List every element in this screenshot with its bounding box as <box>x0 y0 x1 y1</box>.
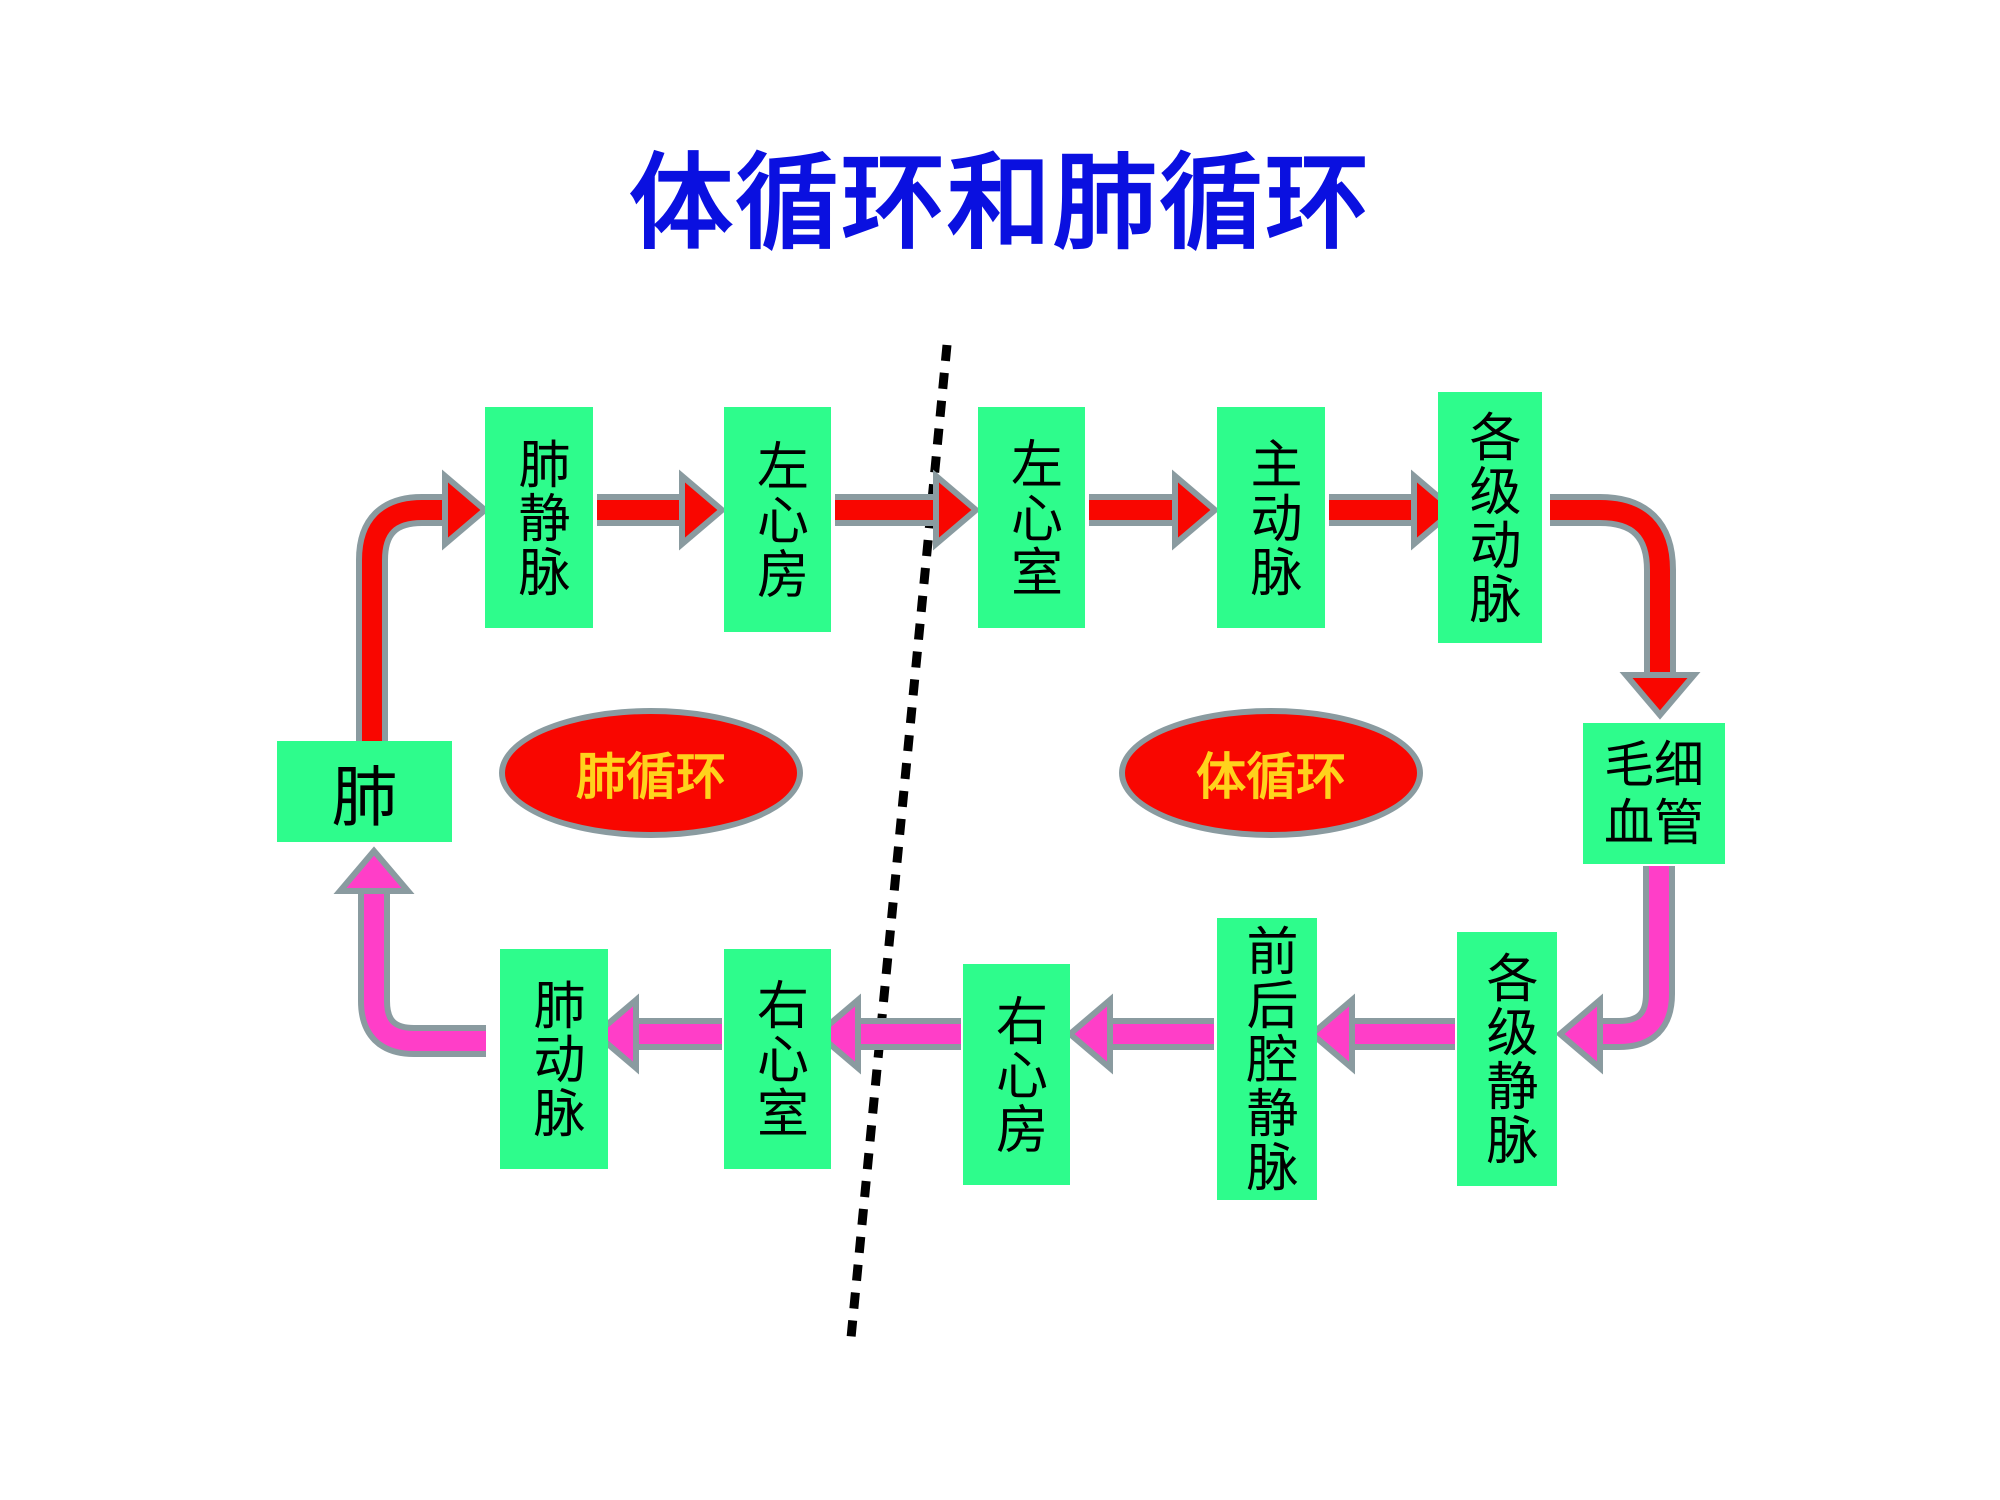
node-left-ventricle: 左心室 <box>978 407 1085 628</box>
node-right-ventricle: 右心室 <box>724 949 831 1169</box>
arrowhead <box>1619 672 1701 720</box>
arrowhead <box>813 993 861 1075</box>
arrowhead <box>333 846 415 894</box>
arrow-pulmonary-vein-to-left-atrium <box>597 469 727 551</box>
node-pulmonary-artery: 肺动脉 <box>500 949 608 1169</box>
node-vena-cava: 前后腔静脉 <box>1217 918 1317 1200</box>
node-label: 右心室 <box>747 978 808 1140</box>
node-label: 前后腔静脉 <box>1237 924 1297 1194</box>
arrowhead <box>1065 993 1113 1075</box>
arrowhead <box>1555 993 1603 1075</box>
arrowhead <box>933 469 981 551</box>
node-capillaries: 毛细血管 <box>1583 723 1725 864</box>
arrow-aorta-to-arteries <box>1329 469 1459 551</box>
node-lung: 肺 <box>277 741 452 842</box>
node-label: 各级动脉 <box>1460 409 1520 626</box>
arrowhead <box>679 469 727 551</box>
arrowhead <box>442 469 490 551</box>
arrow-veins-to-vena-cava <box>1307 993 1455 1075</box>
arrow-left-ventricle-to-aorta <box>1089 469 1220 551</box>
node-label: 肺静脉 <box>509 436 569 599</box>
node-pulmonary-vein: 肺静脉 <box>485 407 593 628</box>
arrow-right-ventricle-to-pulmonary-artery <box>591 993 722 1075</box>
arrow-right-atrium-to-right-ventricle <box>813 993 961 1075</box>
node-label: 左心房 <box>747 438 808 601</box>
node-label: 肺 <box>331 758 398 836</box>
node-label: 主动脉 <box>1241 436 1301 599</box>
arrow-lung-to-pulmonary-vein <box>356 469 490 741</box>
arrowhead <box>1411 469 1459 551</box>
arrow-arteries-to-capillaries <box>1550 494 1701 720</box>
node-label: 毛细血管 <box>1604 735 1704 852</box>
arrow-vena-cava-to-right-atrium <box>1065 993 1214 1075</box>
node-right-atrium: 右心房 <box>963 964 1070 1185</box>
node-left-atrium: 左心房 <box>724 407 831 632</box>
node-label: 右心房 <box>986 993 1047 1156</box>
page-title: 体循环和肺循环 <box>628 142 1371 264</box>
node-label: 肺动脉 <box>524 978 584 1140</box>
node-veins: 各级静脉 <box>1457 932 1557 1186</box>
pulmonary-circulation-ellipse: 肺循环 <box>499 708 803 838</box>
pulmonary-circulation-label: 肺循环 <box>576 748 726 806</box>
node-aorta: 主动脉 <box>1217 407 1325 628</box>
node-label: 各级静脉 <box>1477 951 1537 1167</box>
systemic-circulation-label: 体循环 <box>1196 748 1346 806</box>
arrowhead <box>1172 469 1220 551</box>
arrow-left-atrium-to-left-ventricle <box>835 469 981 551</box>
arrowhead <box>1307 993 1355 1075</box>
arrow-capillaries-to-veins <box>1555 866 1675 1075</box>
systemic-circulation-ellipse: 体循环 <box>1119 708 1423 838</box>
divider-dotted-line <box>846 344 952 1339</box>
node-arteries: 各级动脉 <box>1438 392 1542 643</box>
node-label: 左心室 <box>1001 436 1062 599</box>
arrow-pulmonary-artery-to-lung <box>333 846 486 1057</box>
arrowhead <box>591 993 639 1075</box>
